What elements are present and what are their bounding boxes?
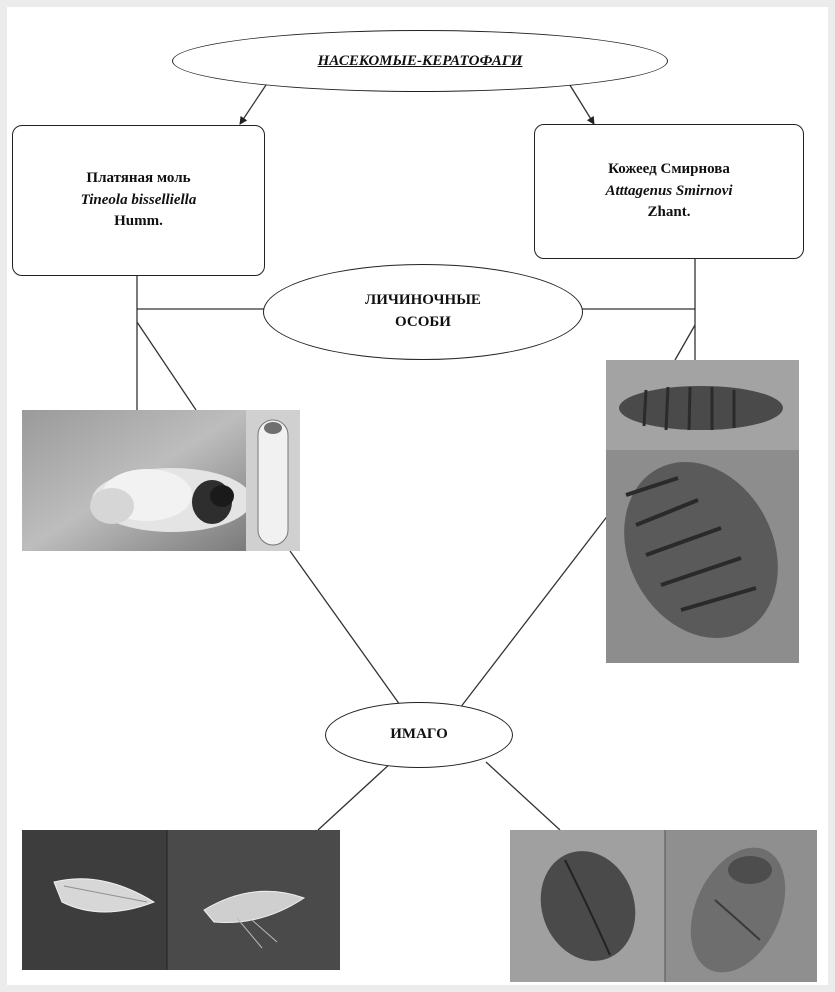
larva-label-line1: ЛИЧИНОЧНЫЕ [365,290,481,312]
left-species-box: Платяная моль Tineola bisselliella Humm. [12,125,265,276]
moth-imago-photo [22,830,340,970]
left-latin-name: Tineola bisselliella [81,190,197,212]
beetle-larva-photo [606,360,799,663]
right-larva-diagonal [675,325,695,360]
imago-label: ИМАГО [390,724,448,746]
imago-to-right-photo [486,762,560,830]
larva-ellipse: ЛИЧИНОЧНЫЕ ОСОБИ [263,264,583,360]
left-larva-diagonal [137,322,196,410]
right-species-box: Кожеед Смирнова Atttagenus Smirnovi Zhan… [534,124,804,259]
arrow-to-right-box [568,82,594,124]
diagram-title: НАСЕКОМЫЕ-КЕРАТОФАГИ [318,53,523,70]
larva-label-line2: ОСОБИ [395,312,451,334]
left-author: Humm. [114,211,163,233]
left-larva-to-imago [290,551,405,712]
imago-ellipse: ИМАГО [325,702,513,768]
right-author: Zhant. [648,202,691,224]
title-ellipse: НАСЕКОМЫЕ-КЕРАТОФАГИ [172,30,668,92]
arrow-to-left-box [240,82,268,124]
right-latin-name: Atttagenus Smirnovi [605,181,732,203]
right-common-name: Кожеед Смирнова [608,159,730,181]
moth-larva-photo [22,410,300,551]
beetle-imago-photo [510,830,817,982]
left-common-name: Платяная моль [86,168,190,190]
imago-to-left-photo [318,762,392,830]
right-larva-to-imago [460,510,612,708]
